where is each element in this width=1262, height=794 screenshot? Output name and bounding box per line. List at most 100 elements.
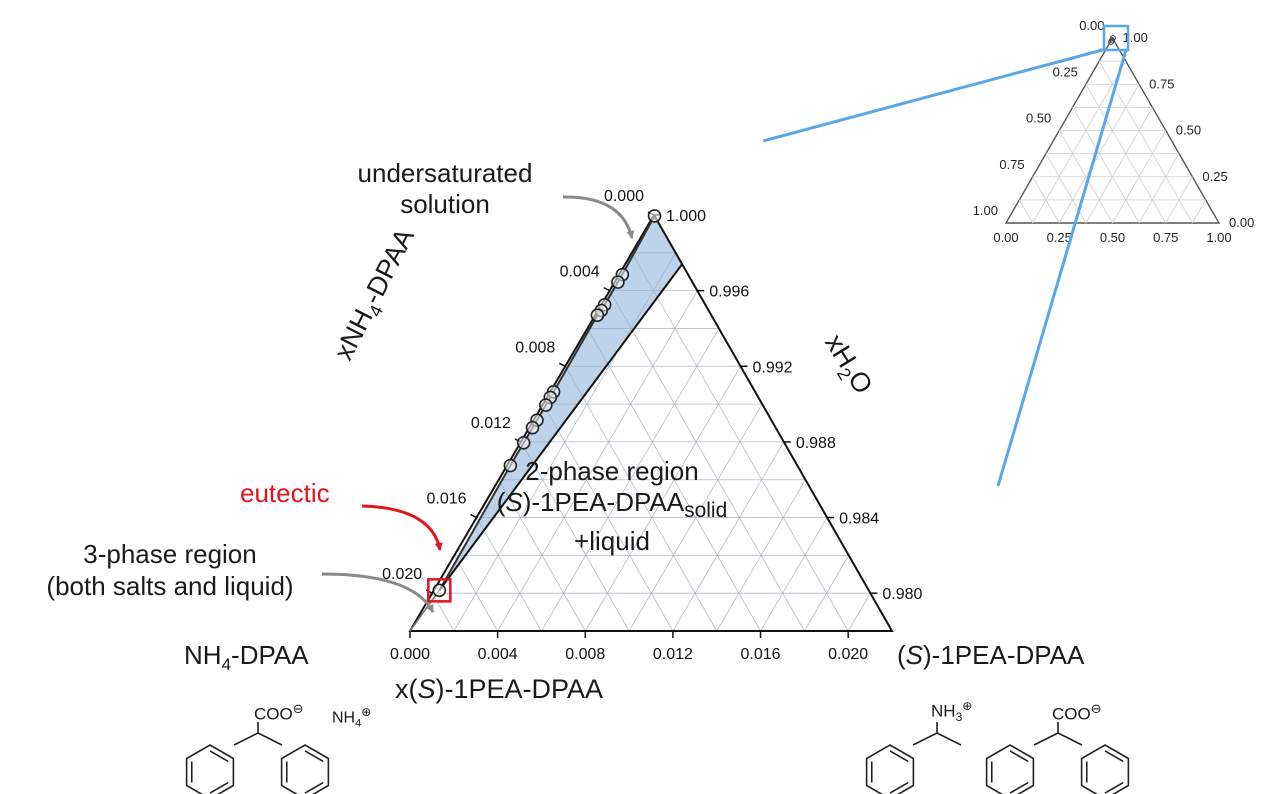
left-tick-label: 0.012 <box>471 415 511 432</box>
right-nh-charge: ⊕ <box>962 699 973 713</box>
right-amine-bond-1 <box>912 732 938 746</box>
left-phenyl-1-double-bond <box>209 781 229 794</box>
gridline-s <box>760 517 828 632</box>
gridline-s <box>672 441 785 632</box>
bottom-tick-label: 0.008 <box>565 646 605 663</box>
eutectic-box <box>427 578 452 603</box>
inset-left-tick-label: 0.25 <box>1053 64 1078 79</box>
two-phase-line3: +liquid <box>574 526 650 557</box>
right-phenyl-2 <box>1080 744 1130 794</box>
three-phase-arrow <box>321 572 435 613</box>
inset-gridline <box>1192 199 1207 224</box>
inset-left-tick-label: 0.00 <box>1079 18 1104 33</box>
data-point <box>647 209 662 223</box>
two-phase-line2-prefix: ( <box>496 487 506 517</box>
right-tick-label: 0.992 <box>753 359 793 376</box>
right-bond-2 <box>1057 732 1083 746</box>
inset-gridline <box>1165 176 1193 224</box>
zoom-box <box>1102 24 1130 52</box>
molecule-structures <box>185 722 1130 794</box>
inset-right-tick-label: 0.75 <box>1149 76 1174 91</box>
inset-point <box>1108 39 1114 45</box>
right-coo-text: COO <box>1052 704 1091 724</box>
undersaturated-annotation: undersaturated solution <box>330 158 560 220</box>
gridline-nh4 <box>454 555 498 632</box>
left-tick <box>603 286 610 292</box>
inset-right-tick-label: 0.25 <box>1202 169 1227 184</box>
inset-gridline <box>1138 153 1180 224</box>
corner-left-suffix: -DPAA <box>231 640 309 670</box>
left-phenyl-2 <box>280 744 330 794</box>
inset-gridline <box>1032 60 1127 224</box>
inset-right-tick-label: 0.00 <box>1229 215 1254 230</box>
gridline-s <box>497 290 698 632</box>
left-phenyl-1 <box>185 744 235 794</box>
inset-gridline <box>1018 199 1033 224</box>
left-bond-2 <box>257 732 283 746</box>
inset-bottom-tick-label: 0.50 <box>1100 230 1125 245</box>
zoom-line-lower <box>996 49 1128 487</box>
eutectic-arrow <box>361 504 443 551</box>
bottom-tick-label: 0.000 <box>390 646 430 663</box>
left-tick-label: 0.004 <box>560 264 600 281</box>
inset-bottom-tick-label: 0.75 <box>1153 230 1178 245</box>
data-point <box>590 308 605 323</box>
corner-left-main: NH <box>184 640 222 670</box>
right-phenyl-1-double-bond <box>1009 750 1029 763</box>
inset-gridline <box>1058 130 1113 224</box>
left-tick <box>470 513 477 519</box>
three-phase-boundary <box>438 263 683 591</box>
left-tick-label: 0.016 <box>426 491 466 508</box>
undersaturated-line1: undersaturated <box>357 158 533 188</box>
right-tick-label: 0.988 <box>796 435 836 452</box>
inset-bottom-tick-label: 0.00 <box>993 230 1018 245</box>
data-point <box>539 398 553 412</box>
gridline-nh4 <box>609 290 805 632</box>
inset-left-tick-label: 1.00 <box>973 203 998 218</box>
three-phase-line2: (both salts and liquid) <box>46 571 294 601</box>
bottom-axis-label-italic: S <box>417 674 436 704</box>
inset-full-diagram: 0.00 0.25 0.50 0.75 1.00 1.00 0.75 0.50 0.25 0.00… <box>973 18 1255 245</box>
gridline-s <box>804 555 850 632</box>
inset-right-tick-label: 0.50 <box>1176 123 1201 138</box>
zoom-indicator <box>762 24 1130 487</box>
data-point <box>432 583 447 598</box>
inset-left-tick-label: 0.75 <box>999 157 1024 172</box>
inset-gridline <box>1072 107 1140 224</box>
bottom-axis-label: x(S)-1PEA-DPAA <box>395 676 603 703</box>
inset-bottom-tick-label: 1.00 <box>1206 230 1231 245</box>
gridline-nh4 <box>520 441 630 632</box>
inset-gridline <box>1112 130 1167 224</box>
inset-bottom-tick-label: 0.25 <box>1047 230 1072 245</box>
left-carboxylate-label: COO⊖ <box>254 702 304 723</box>
corner-right-prefix: ( <box>897 640 906 670</box>
right-tick-label: 1.000 <box>666 208 706 225</box>
left-tick <box>558 362 566 367</box>
left-tick-label: 0.020 <box>382 566 422 583</box>
right-amine-bond-2 <box>936 732 962 746</box>
left-phenyl-1-ring <box>185 744 235 794</box>
data-points <box>432 209 662 598</box>
right-nh-text: NH <box>931 701 956 721</box>
right-tick-label: 0.984 <box>839 511 879 528</box>
bottom-axis-label-prefix: x( <box>395 674 418 704</box>
right-amine-label: NH3⊕ <box>931 700 972 723</box>
right-carboxylate-label: COO⊖ <box>1052 702 1102 723</box>
corner-label-left: NH4-DPAA <box>184 642 309 673</box>
corner-right-suffix: )-1PEA-DPAA <box>923 640 1085 670</box>
right-nh-sub: 3 <box>955 710 963 725</box>
right-phenyl-1 <box>985 744 1035 794</box>
inset-right-tick-label: 1.00 <box>1123 30 1148 45</box>
left-nh-sub: 4 <box>355 717 362 730</box>
right-amine-phenyl-double-bond <box>889 750 909 763</box>
gridline-nh4 <box>498 479 586 632</box>
eutectic-annotation: eutectic <box>240 478 330 508</box>
left-phenyl-1-double-bond <box>209 750 229 763</box>
two-phase-region-label: 2-phase region (S)-1PEA-DPAAsolid +liqui… <box>482 456 742 557</box>
left-phenyl-2-ring <box>280 744 330 794</box>
right-coo-charge: ⊖ <box>1090 701 1102 716</box>
gridline-nh4 <box>564 366 718 632</box>
left-nh-charge: ⊕ <box>361 705 372 719</box>
